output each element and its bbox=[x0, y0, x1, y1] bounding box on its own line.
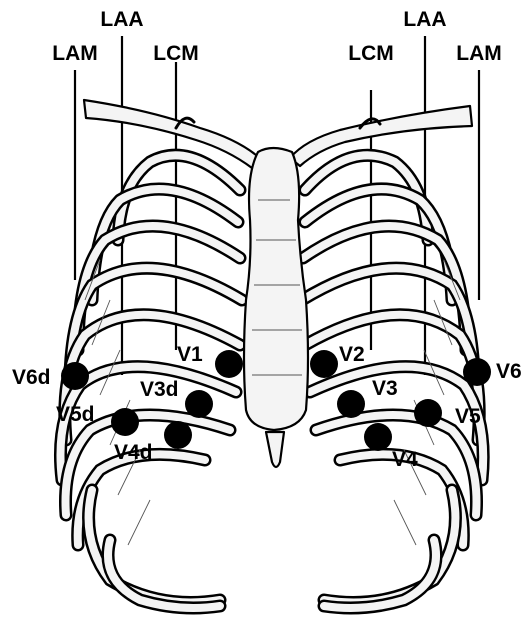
electrode-dot-v1 bbox=[215, 350, 243, 378]
electrode-label-v2: V2 bbox=[339, 343, 365, 366]
electrode-dot-v2 bbox=[310, 350, 338, 378]
sternum-body bbox=[244, 148, 308, 430]
electrode-dot-v4 bbox=[364, 423, 392, 451]
label-lam-left: LAM bbox=[52, 42, 98, 65]
label-lam-right: LAM bbox=[456, 42, 502, 65]
xiphoid-process bbox=[266, 432, 284, 467]
electrode-label-v6: V6 bbox=[496, 360, 522, 383]
label-lcm-right: LCM bbox=[348, 42, 394, 65]
electrode-dot-v3d bbox=[185, 390, 213, 418]
electrode-label-v1: V1 bbox=[177, 343, 203, 366]
electrode-label-v4d: V4d bbox=[114, 441, 153, 464]
electrode-label-v3d: V3d bbox=[140, 378, 179, 401]
electrode-label-v6d: V6d bbox=[12, 366, 51, 389]
electrode-dot-v6d bbox=[61, 362, 89, 390]
electrode-dot-v5 bbox=[414, 399, 442, 427]
electrode-dot-v6 bbox=[463, 358, 491, 386]
electrode-label-v5: V5 bbox=[455, 405, 481, 428]
electrode-dot-v5d bbox=[111, 408, 139, 436]
electrode-dot-v3 bbox=[337, 390, 365, 418]
electrode-dot-v4d bbox=[164, 421, 192, 449]
label-lcm-left: LCM bbox=[153, 42, 199, 65]
electrode-label-v5d: V5d bbox=[56, 403, 95, 426]
sternum bbox=[244, 148, 308, 467]
electrode-label-v3: V3 bbox=[372, 377, 398, 400]
reference-line-labels: LAM LAA LCM LCM LAA LAM bbox=[52, 8, 502, 65]
electrode-label-v4: V4 bbox=[392, 448, 418, 471]
label-laa-left: LAA bbox=[100, 8, 143, 31]
label-laa-right: LAA bbox=[403, 8, 446, 31]
